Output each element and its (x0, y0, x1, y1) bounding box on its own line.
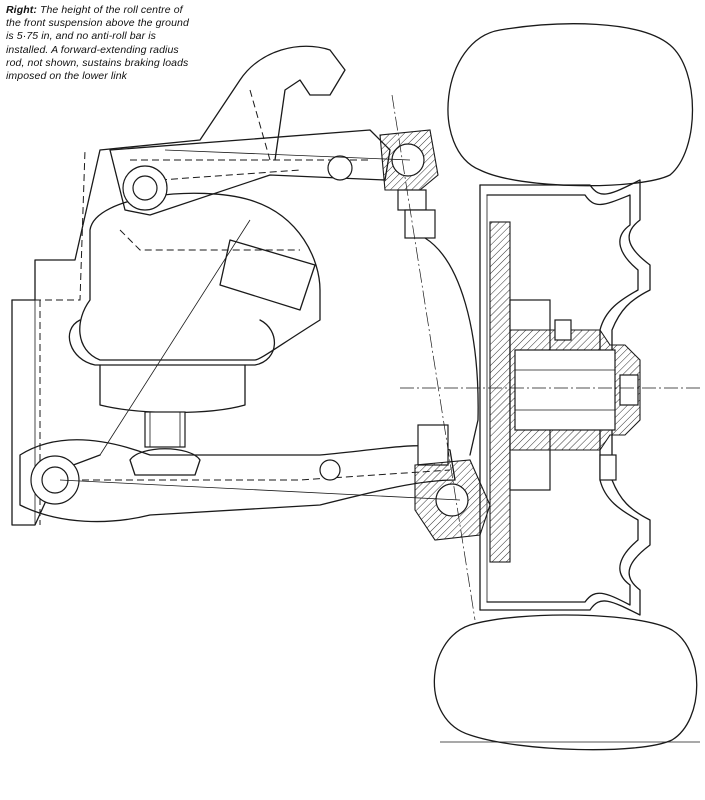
geometry-line-lower (59, 479, 461, 501)
tyre-lower (433, 614, 700, 751)
upper-ball-joint (379, 129, 439, 239)
geometry-line-diagonal (99, 219, 251, 456)
damper (129, 411, 201, 476)
chassis-crossmember (11, 45, 346, 526)
steering-axis (391, 94, 476, 621)
tyre-upper (447, 23, 694, 187)
caption-text: The height of the roll centre of the fro… (6, 4, 189, 83)
hub-carrier (509, 319, 641, 481)
upper-wishbone (109, 129, 391, 216)
caption-lead: Right: (6, 4, 37, 16)
geometry-line-upper (164, 149, 411, 161)
upright (424, 237, 479, 456)
lower-ball-joint (414, 424, 491, 541)
figure-caption: Right: The height of the roll centre of … (6, 4, 196, 83)
lower-wishbone (19, 439, 456, 523)
spring-housing (68, 192, 321, 414)
